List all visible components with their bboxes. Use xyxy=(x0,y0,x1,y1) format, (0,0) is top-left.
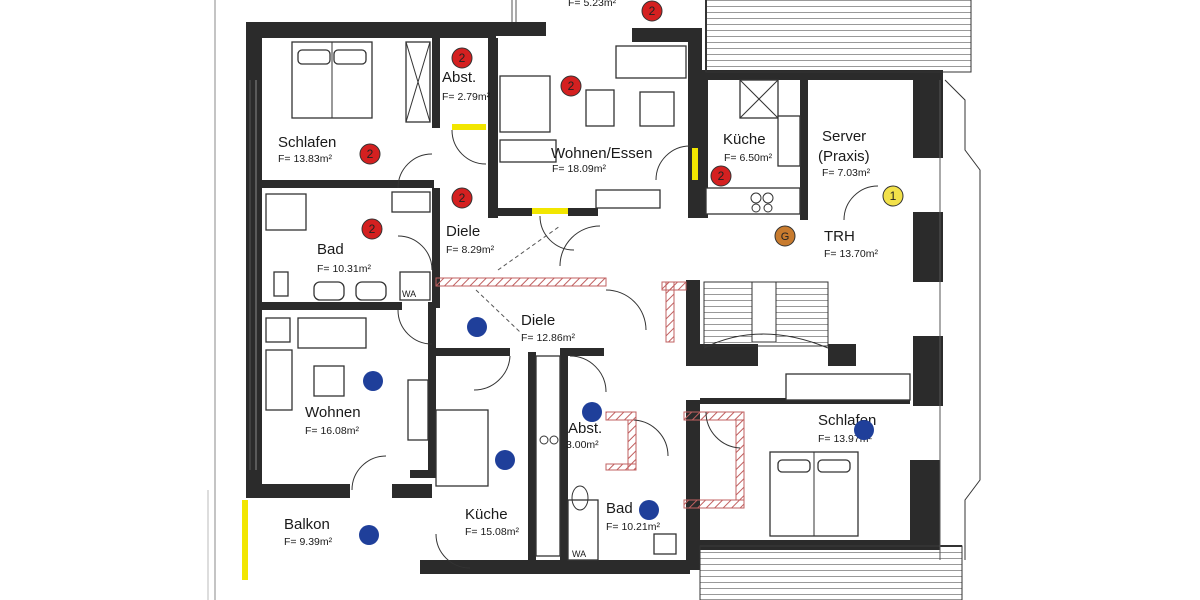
room-name-trh: TRH xyxy=(824,228,855,245)
hatched-walls xyxy=(435,277,745,509)
svg-text:2: 2 xyxy=(459,51,466,65)
room-name-abst-1: Abst. xyxy=(568,420,602,437)
unit-marker-schlafen-2: 2 xyxy=(359,143,381,165)
page-border xyxy=(207,0,216,600)
room-name-balkon: Balkon xyxy=(284,516,330,533)
room-area-diele-1: F= 12.86m² xyxy=(521,332,575,344)
room-name-schlafen-2: Schlafen xyxy=(278,134,336,151)
bed-unit-1 xyxy=(769,373,911,537)
unit-marker-bad-2: 2 xyxy=(361,218,383,240)
room-name-abst-2: Abst. xyxy=(442,69,476,86)
unit-marker-abst-2: 2 xyxy=(451,47,473,69)
unit-marker-diele-1 xyxy=(467,317,487,337)
bed-unit-2 xyxy=(291,41,431,123)
room-area-wohnen-1: F= 16.08m² xyxy=(305,425,359,437)
room-area-trh: F= 13.70m² xyxy=(824,248,878,260)
svg-text:1: 1 xyxy=(890,189,897,203)
door-swings xyxy=(351,129,879,569)
unit-marker-top: 2 xyxy=(641,0,663,22)
svg-text:2: 2 xyxy=(367,147,374,161)
svg-text:G: G xyxy=(781,231,790,243)
room-area-kuche-1: F= 15.08m² xyxy=(465,526,519,538)
kitchen-unit-2 xyxy=(705,79,801,215)
unit-marker-diele-2: 2 xyxy=(451,187,473,209)
kitchen-unit-1 xyxy=(435,355,561,557)
room-area-balkon: F= 9.39m² xyxy=(284,536,333,548)
room-name-praxis: (Praxis) xyxy=(818,148,870,165)
unit-marker-balkon xyxy=(359,525,379,545)
wa-label-bad-1: WA xyxy=(572,549,586,559)
room-name-bad-1: Bad xyxy=(606,500,633,517)
interior-walls xyxy=(262,38,910,562)
unit-marker-wohnen-essen: 2 xyxy=(560,75,582,97)
room-area-abst-1: 3.00m² xyxy=(566,439,599,451)
staircase xyxy=(703,281,829,349)
room-name-kuche-2: Küche xyxy=(723,131,766,148)
room-name-kuche-1: Küche xyxy=(465,506,508,523)
unit-marker-kuche-1 xyxy=(495,450,515,470)
balcony-bottom-right xyxy=(699,545,963,600)
svg-text:2: 2 xyxy=(568,79,575,93)
wa-label-bad-2: WA xyxy=(402,289,416,299)
unit-marker-kuche-2: 2 xyxy=(710,165,732,187)
room-name-wohnen-essen: Wohnen/Essen xyxy=(551,145,652,162)
unit-marker-trh: G xyxy=(774,225,796,247)
living-furniture-unit-2 xyxy=(499,45,687,209)
bath-unit-2 xyxy=(265,191,431,301)
balcony-top-right xyxy=(705,0,972,73)
room-name-bad-2: Bad xyxy=(317,241,344,258)
unit-marker-schlafen-1 xyxy=(854,420,874,440)
room-name-server: Server xyxy=(822,128,866,145)
unit-marker-server: 1 xyxy=(882,185,904,207)
room-area-wohnen-essen: F= 18.09m² xyxy=(552,163,606,175)
unit-markers: 2 2 2 2 2 1 2 2 xyxy=(359,0,904,545)
room-area-abst-2: F= 2.79m² xyxy=(442,91,491,103)
room-area-bad-1: F= 10.21m² xyxy=(606,521,660,533)
unit-marker-bad-1 xyxy=(639,500,659,520)
exterior-walls xyxy=(246,22,943,574)
room-name-diele-2: Diele xyxy=(446,223,480,240)
room-area-diele-2: F= 8.29m² xyxy=(446,244,495,256)
room-area-schlafen-2: F= 13.83m² xyxy=(278,153,332,165)
room-area-server: F= 7.03m² xyxy=(822,167,871,179)
svg-text:2: 2 xyxy=(649,4,656,18)
svg-text:2: 2 xyxy=(369,222,376,236)
room-area-kuche-2: F= 6.50m² xyxy=(724,152,773,164)
unit-marker-abst-1 xyxy=(582,402,602,422)
unit-marker-wohnen-1 xyxy=(363,371,383,391)
living-furniture-unit-1 xyxy=(265,317,429,441)
svg-text:2: 2 xyxy=(459,191,466,205)
room-name-diele-1: Diele xyxy=(521,312,555,329)
facade-right xyxy=(249,0,981,560)
svg-text:2: 2 xyxy=(718,169,725,183)
door-marks xyxy=(242,124,698,580)
room-area-bad-2: F= 10.31m² xyxy=(317,263,371,275)
room-name-wohnen-1: Wohnen xyxy=(305,404,361,421)
area-top-cut: F= 5.23m² xyxy=(568,0,617,9)
bath-unit-1 xyxy=(567,485,677,561)
room-labels: F= 5.23m² Schlafen F= 13.83m² Abst. F= 2… xyxy=(278,0,878,559)
